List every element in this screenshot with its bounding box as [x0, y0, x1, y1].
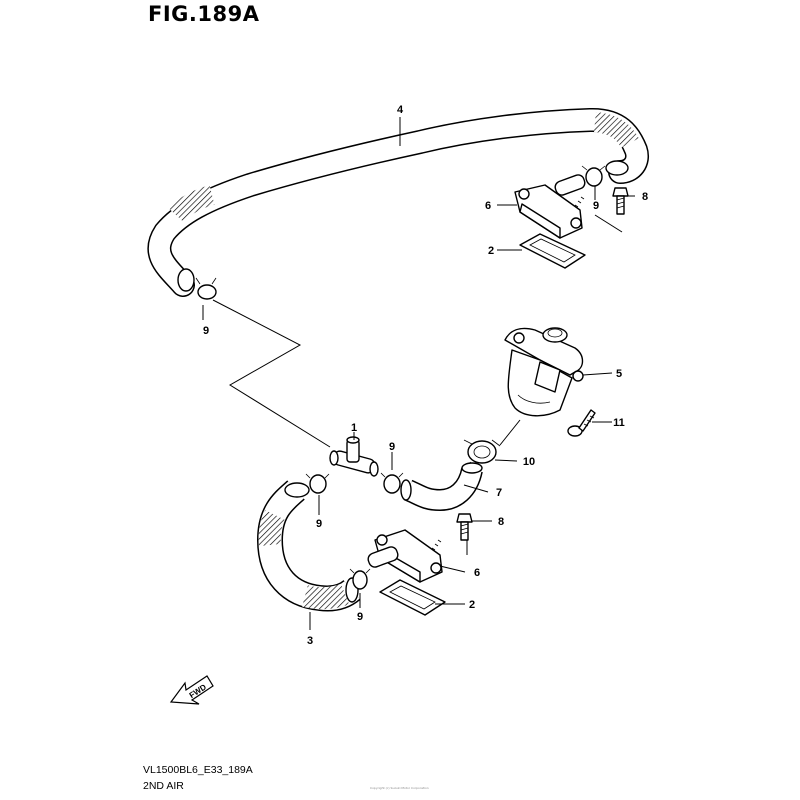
clamp-9-mid-left [305, 473, 330, 494]
clamp-9-lower [349, 568, 371, 590]
fwd-arrow-icon: FWD [169, 675, 214, 705]
callout-9-mid-left: 9 [316, 518, 322, 530]
callout-9-upper-right: 9 [593, 200, 599, 212]
hose-part-4 [147, 108, 649, 297]
callout-8-lower: 8 [498, 516, 504, 528]
callout-5: 5 [616, 368, 622, 380]
callout-9-upper-left: 9 [203, 325, 209, 337]
valve-cover-6-upper [514, 174, 586, 239]
figure-subtitle: 2ND AIR [143, 780, 184, 792]
model-code: VL1500BL6_E33_189A [143, 764, 253, 776]
clamp-9-upper-right [581, 165, 606, 187]
callout-7: 7 [496, 487, 502, 499]
callout-8-upper: 8 [642, 191, 648, 203]
gasket-2-lower [379, 579, 446, 616]
callout-3: 3 [307, 635, 313, 647]
gasket-2-upper [519, 233, 586, 269]
callout-1: 1 [351, 422, 357, 434]
screw-11 [567, 409, 596, 437]
callout-10: 10 [523, 456, 535, 468]
reed-valve-5 [504, 327, 584, 417]
joint-1 [329, 436, 379, 477]
valve-cover-6-lower [367, 529, 443, 583]
clamp-9-mid-right [380, 472, 404, 494]
callout-6-upper: 6 [485, 200, 491, 212]
callout-2-upper: 2 [488, 245, 494, 257]
copyright-notice: Copyright (c) Suzuki Motor Corporation [370, 786, 429, 790]
hose-3 [256, 480, 361, 612]
callout-6-lower: 6 [474, 567, 480, 579]
clamp-9-upper-left [195, 277, 217, 300]
figure-title: FIG.189A [148, 2, 260, 26]
callout-9-mid-right: 9 [389, 441, 395, 453]
callout-9-lower: 9 [357, 611, 363, 623]
callout-labels: 1 2 2 3 4 5 6 6 7 8 8 9 9 9 9 9 10 11 [203, 104, 648, 647]
bolt-8-lower [456, 513, 473, 541]
callout-11: 11 [613, 417, 625, 429]
bolt-8-upper [612, 187, 629, 215]
callout-2-lower: 2 [469, 599, 475, 611]
callout-4: 4 [397, 104, 404, 116]
hose-7 [400, 462, 483, 512]
leader-lines [202, 117, 635, 630]
